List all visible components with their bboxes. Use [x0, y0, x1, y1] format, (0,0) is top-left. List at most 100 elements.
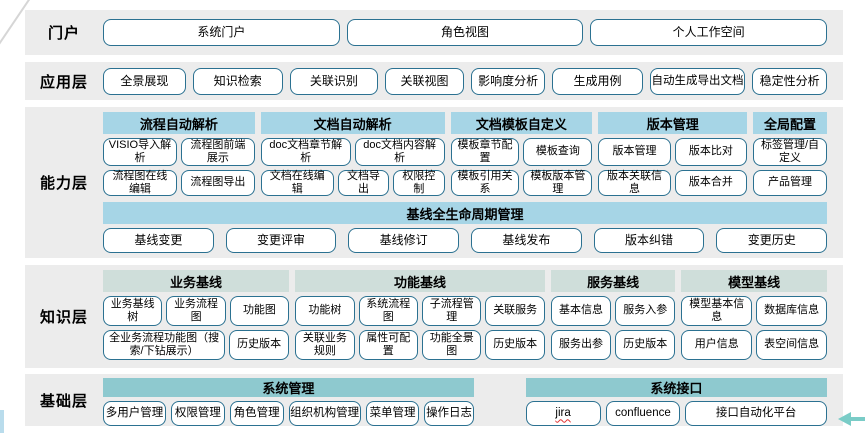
group-model-baseline: 模型基线 模型基本信息 数据库信息 用户信息 表空间信息: [681, 270, 827, 360]
foundation-node: 多用户管理: [103, 401, 166, 426]
knowledge-node: 用户信息: [681, 330, 753, 360]
app-node: 关联识别: [289, 68, 378, 95]
layer-band-application: 应用层 全景展现 知识检索 关联识别 关联视图 影响度分析 生成用例 自动生成导…: [25, 62, 843, 100]
baseline-node: 变更历史: [716, 228, 828, 253]
cap-node: doc文档章节解析: [260, 138, 351, 166]
knowledge-node: 子流程管理: [422, 296, 482, 326]
knowledge-node: 基本信息: [550, 296, 612, 326]
baseline-node: 基线修订: [348, 228, 460, 253]
layer-label-portal: 门户: [47, 25, 80, 42]
group-header-function-baseline: 功能基线: [295, 270, 545, 292]
layer-label-capability: 能力层: [39, 175, 88, 192]
cap-node: 模板章节配置: [450, 138, 520, 166]
knowledge-node: 功能树: [295, 296, 355, 326]
layer-label-foundation: 基础层: [39, 392, 88, 410]
arrow-left-icon: [838, 412, 865, 426]
group-header-doc-template-custom: 文档模板自定义: [450, 112, 593, 134]
group-system-mgmt: 系统管理 多用户管理 权限管理 角色管理 组织机构管理 菜单管理 操作日志: [103, 378, 474, 426]
cap-node: 版本管理: [598, 138, 671, 166]
cap-node: 版本比对: [674, 138, 748, 166]
app-node: 知识检索: [192, 68, 283, 95]
layer-band-portal: 门户 系统门户 角色视图 个人工作空间: [25, 10, 843, 55]
knowledge-node: 系统流程图: [358, 296, 419, 326]
group-row: VISIO导入解析 流程图前端展示: [103, 138, 255, 166]
group-row: doc文档章节解析 doc文档内容解析: [260, 138, 445, 166]
baseline-node: 版本纠错: [593, 228, 705, 253]
knowledge-node: 业务基线树: [103, 296, 163, 326]
foundation-groups: 系统管理 多用户管理 权限管理 角色管理 组织机构管理 菜单管理 操作日志 系统…: [103, 378, 843, 426]
cap-node: 模板版本管理: [523, 170, 593, 196]
baseline-lifecycle-header: 基线全生命周期管理: [103, 202, 827, 224]
baseline-node: 基线变更: [103, 228, 214, 253]
cap-node: doc文档内容解析: [354, 138, 445, 166]
group-header-version-mgmt: 版本管理: [598, 112, 748, 134]
app-node: 关联视图: [384, 68, 465, 95]
group-system-interface: 系统接口 jira confluence 接口自动化平台: [525, 378, 828, 426]
cap-node: 版本合并: [674, 170, 748, 196]
capability-groups: 流程自动解析 VISIO导入解析 流程图前端展示 流程图在线编辑 流程图导出 文…: [103, 112, 827, 196]
knowledge-node: 数据库信息: [756, 296, 827, 326]
group-row: 多用户管理 权限管理 角色管理 组织机构管理 菜单管理 操作日志: [103, 401, 474, 426]
foundation-node: 权限管理: [170, 401, 225, 426]
group-header-process-auto-parse: 流程自动解析: [103, 112, 255, 134]
group-row: 用户信息 表空间信息: [681, 330, 827, 360]
app-node: 影响度分析: [471, 68, 546, 95]
knowledge-node: 历史版本: [615, 330, 676, 360]
cap-node: 模板查询: [523, 138, 593, 166]
arrow-left-tail: [850, 417, 865, 421]
knowledge-node: 关联业务规则: [295, 330, 355, 360]
knowledge-node: 历史版本: [485, 330, 545, 360]
group-row: 流程图在线编辑 流程图导出: [103, 170, 255, 196]
group-row: 模板引用关系 模板版本管理: [450, 170, 593, 196]
group-doc-auto-parse: 文档自动解析 doc文档章节解析 doc文档内容解析 文档在线编辑 文档导出 权…: [260, 112, 445, 196]
group-service-baseline: 服务基线 基本信息 服务入参 服务出参 历史版本: [550, 270, 676, 360]
knowledge-node: 关联服务: [485, 296, 545, 326]
cap-node: 流程图在线编辑: [103, 170, 177, 196]
cap-node: 产品管理: [753, 170, 827, 196]
group-header-system-mgmt: 系统管理: [103, 378, 474, 397]
group-row: 版本关联信息 版本合并: [598, 170, 748, 196]
cap-node: 文档在线编辑: [260, 170, 334, 196]
application-row: 全景展现 知识检索 关联识别 关联视图 影响度分析 生成用例 自动生成导出文档 …: [103, 68, 843, 95]
group-row: 产品管理: [753, 170, 827, 196]
group-header-doc-auto-parse: 文档自动解析: [260, 112, 445, 134]
group-header-model-baseline: 模型基线: [681, 270, 827, 292]
foundation-node: 接口自动化平台: [685, 401, 828, 426]
foundation-node: 角色管理: [229, 401, 284, 426]
foundation-node: 操作日志: [424, 401, 474, 426]
group-global-config: 全局配置 标签管理/自定义 产品管理: [753, 112, 827, 196]
group-row: 业务基线树 业务流程图 功能图: [103, 296, 290, 326]
app-node: 自动生成导出文档: [649, 68, 746, 95]
portal-node: 个人工作空间: [590, 19, 828, 46]
group-row: 模型基本信息 数据库信息: [681, 296, 827, 326]
knowledge-node: 服务入参: [615, 296, 676, 326]
knowledge-node: 服务出参: [550, 330, 612, 360]
app-node: 全景展现: [103, 68, 186, 95]
knowledge-groups: 业务基线 业务基线树 业务流程图 功能图 全业务流程功能图（搜索/下钻展示） 历…: [103, 270, 827, 360]
jira-label: jira: [555, 406, 571, 419]
group-row: jira confluence 接口自动化平台: [525, 401, 828, 426]
knowledge-node: 业务流程图: [166, 296, 226, 326]
group-header-global-config: 全局配置: [753, 112, 827, 134]
cap-node: 文档导出: [337, 170, 390, 196]
cap-node: 权限控制: [393, 170, 445, 196]
portal-row: 系统门户 角色视图 个人工作空间: [103, 19, 843, 46]
knowledge-node: 属性可配置: [358, 330, 419, 360]
cap-node: 模板引用关系: [450, 170, 520, 196]
cap-node: 标签管理/自定义: [753, 138, 827, 166]
group-row: 标签管理/自定义: [753, 138, 827, 166]
group-row: 文档在线编辑 文档导出 权限控制: [260, 170, 445, 196]
capability-content: 流程自动解析 VISIO导入解析 流程图前端展示 流程图在线编辑 流程图导出 文…: [103, 107, 843, 258]
group-header-business-baseline: 业务基线: [103, 270, 290, 292]
knowledge-node: 全业务流程功能图（搜索/下钻展示）: [103, 330, 226, 360]
knowledge-node: 模型基本信息: [681, 296, 753, 326]
cap-node: 流程图导出: [180, 170, 255, 196]
foundation-node-jira: jira: [525, 401, 601, 426]
group-header-service-baseline: 服务基线: [550, 270, 676, 292]
baseline-node: 基线发布: [471, 228, 582, 253]
group-business-baseline: 业务基线 业务基线树 业务流程图 功能图 全业务流程功能图（搜索/下钻展示） 历…: [103, 270, 290, 360]
group-version-mgmt: 版本管理 版本管理 版本比对 版本关联信息 版本合并: [598, 112, 748, 196]
app-node: 稳定性分析: [752, 68, 827, 95]
cap-node: 版本关联信息: [598, 170, 671, 196]
knowledge-node: 表空间信息: [756, 330, 827, 360]
